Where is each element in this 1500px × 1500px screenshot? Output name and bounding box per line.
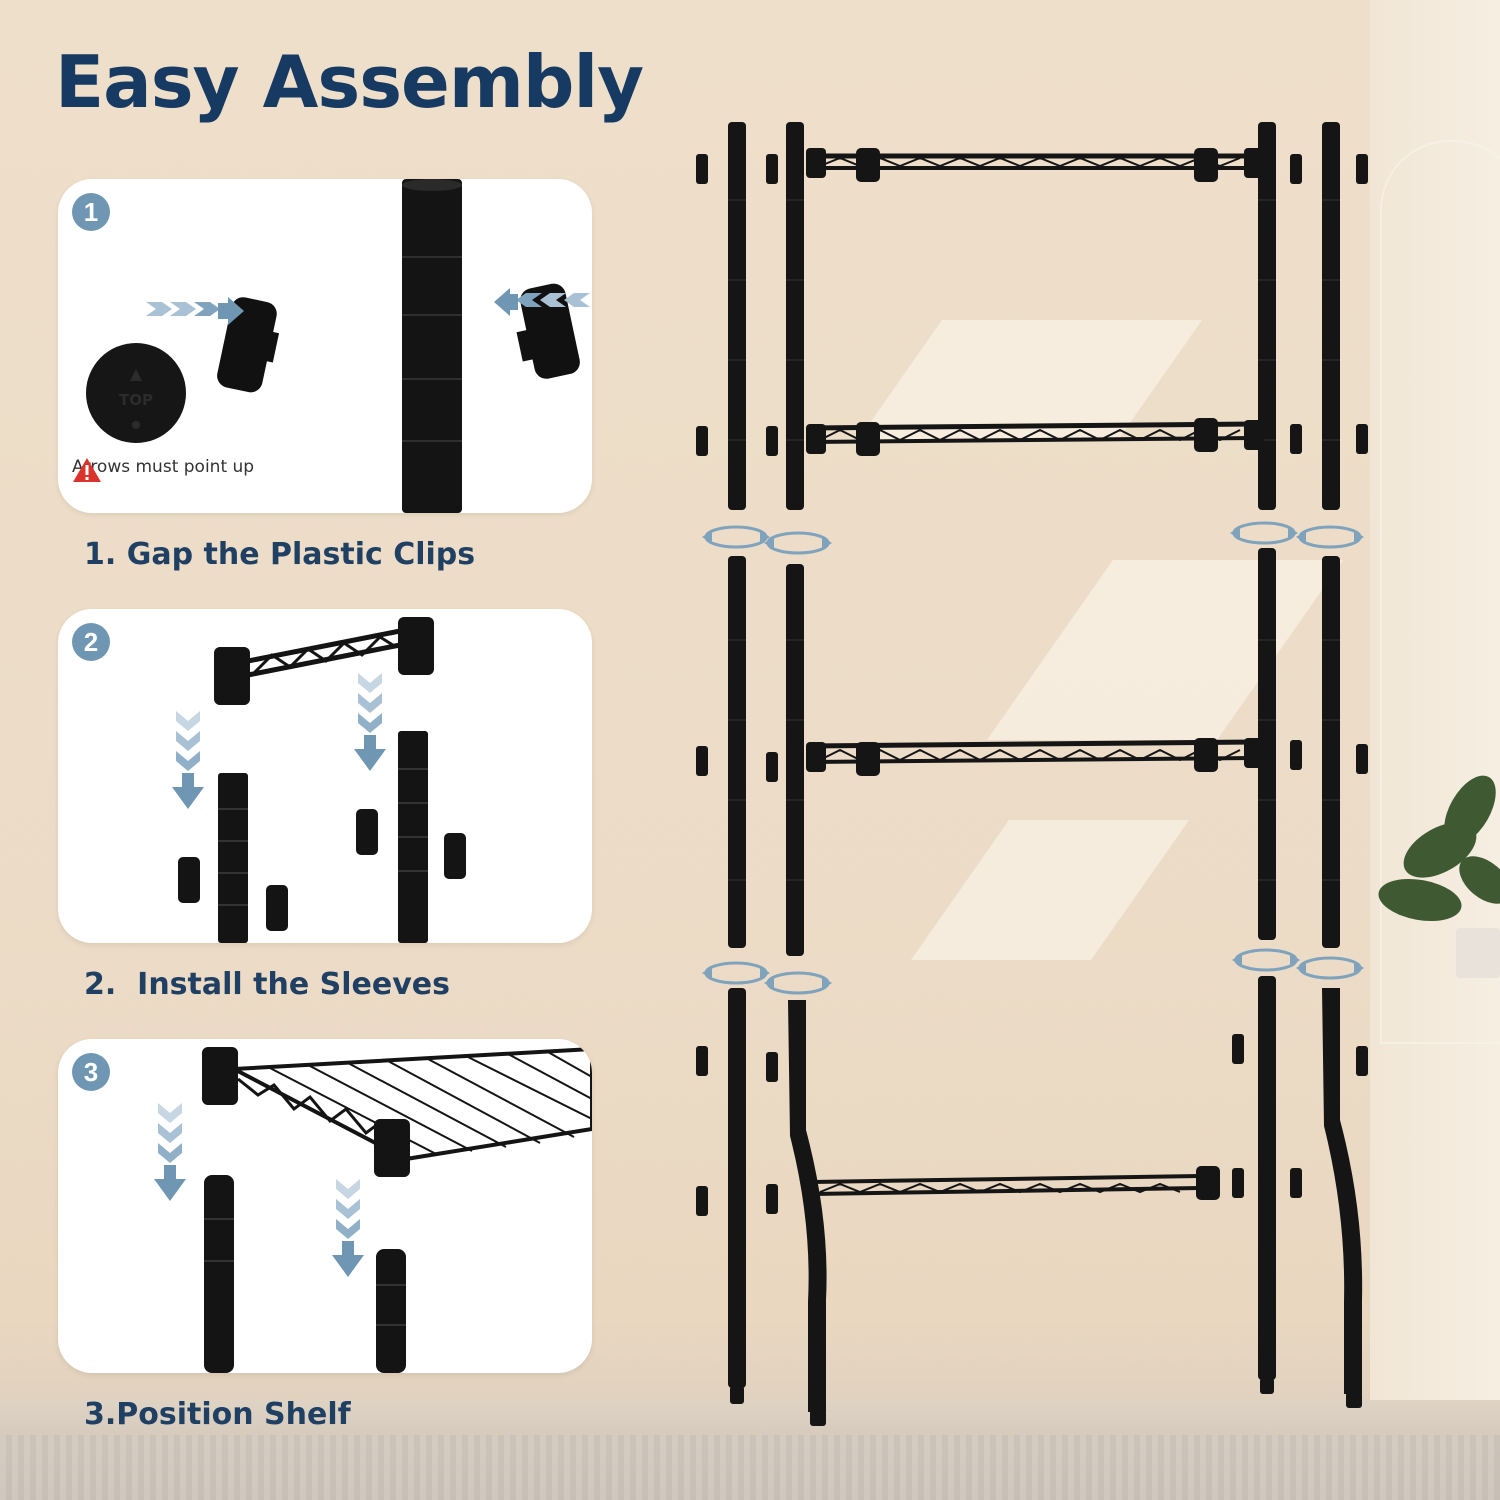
step-number-badge: 1 [72,193,110,231]
step-3-illustration [154,1046,592,1373]
rack-poles [728,122,1363,1426]
rotate-arrowheads [702,527,1364,989]
pole [728,556,746,948]
clip-top-mark: TOP [119,391,153,409]
shelf-corner-cups [806,148,1264,1200]
pole-leg-curved [788,1000,827,1412]
shelf-frame [214,617,434,705]
step-number-badge: 2 [72,623,110,661]
pole [1322,556,1340,948]
shelf-bottom-bar [811,1174,1201,1196]
step-card-1: TOP 1 Arrows must point up [58,179,592,513]
sleeve [444,833,466,879]
pole [786,122,804,510]
page-title: Easy Assembly [55,40,644,124]
warning-note: Arrows must point up [72,457,255,482]
wall-arch [1380,140,1500,1044]
chevron-arrow-icon-left [146,297,244,325]
sleeve-clips [696,154,1368,1216]
pole-grooves [402,256,462,442]
right-wall [1370,0,1500,1400]
shelf-2 [809,421,1255,444]
plastic-clip-right [516,283,580,379]
sleeve [356,809,378,855]
step-1-illustration: TOP [86,179,590,513]
rack-shelves [809,153,1255,1196]
shelf-1 [810,153,1254,170]
plant-decor [1378,775,1500,978]
pole-left [204,1175,234,1373]
pole-leg-curved [1322,988,1363,1394]
pole-left [218,773,248,943]
clip-top-closeup [86,343,186,443]
step-number-badge: 3 [72,1053,110,1091]
pole [1258,548,1276,940]
chevron-arrow-icon-right [494,288,590,316]
pole [728,988,746,1388]
shelf-corner [202,1047,238,1105]
chevron-arrow-icon-down-left [172,711,204,809]
step-caption-2: 2. Install the Sleeves [84,967,450,1002]
sleeve [178,857,200,903]
chevron-arrow-icon-down-right [354,673,386,771]
step-card-3: 3 [58,1039,592,1373]
pole [1322,122,1340,510]
shelf-3 [809,739,1255,764]
pole [728,122,746,510]
warning-text: Arrows must point up [72,457,255,477]
rug [0,1435,1500,1500]
step-caption-1: 1. Gap the Plastic Clips [84,537,476,572]
wire-shelf [226,1046,592,1162]
step-card-2: 2 [58,609,592,943]
chevron-arrow-icon-down-left [154,1103,186,1201]
pole [1258,976,1276,1380]
pole [786,564,804,956]
pole [1258,122,1276,510]
pole-right [376,1249,406,1373]
shelf-corner [374,1119,410,1177]
sleeve [266,885,288,931]
step-2-illustration [172,617,466,943]
step-caption-3: 3.Position Shelf [84,1397,351,1432]
warning-triangle-icon [73,458,101,482]
pole [402,179,462,513]
chevron-arrow-icon-down-right [332,1179,364,1277]
